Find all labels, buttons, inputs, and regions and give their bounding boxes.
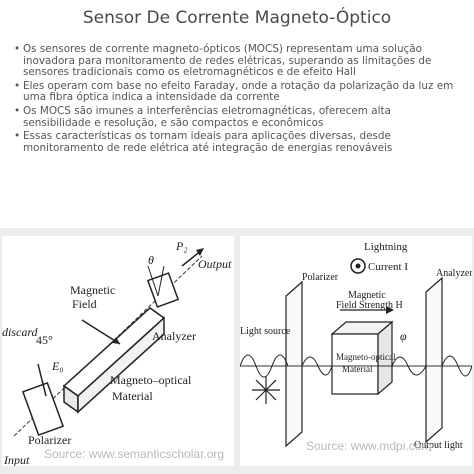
wave-mid-2 (391, 356, 427, 376)
output-light-label: Output light (414, 440, 463, 451)
bullet-item: Os MOCS são imunes a interferências elet… (14, 105, 462, 129)
p2-label: P₂ (175, 239, 188, 253)
figure-left: P₂ Output θ Magnetic Field discard 45° E… (2, 236, 234, 466)
polarizer-plane (285, 280, 303, 448)
magneto-optical-label-2: Material (342, 364, 373, 374)
polarizer-label: Polarizer (302, 272, 339, 283)
bullet-list: Os sensores de corrente magneto-ópticos … (14, 43, 462, 156)
light-source-label: Light source (240, 326, 291, 337)
field-arrow (81, 319, 121, 345)
magneto-optical-label-1: Magneto–optical (110, 373, 192, 387)
input-label: Input (3, 453, 30, 466)
mocs-diagram: Lightning Current I Polarizer Magnetic F… (240, 241, 472, 453)
e0-label: E₀ (51, 359, 64, 373)
magneto-optical-label-2: Material (112, 389, 153, 403)
lightning-label: Lightning (364, 241, 408, 253)
magneto-optical-cube (331, 333, 379, 395)
analyzer-plane (425, 276, 443, 444)
e0-arrow (37, 363, 47, 397)
figure-right: Lightning Current I Polarizer Magnetic F… (240, 236, 472, 466)
wave-in (240, 354, 289, 378)
angle-label: 45° (36, 333, 53, 347)
magnetic-label: Magnetic (70, 283, 115, 297)
magnetic-label: Magnetic (348, 290, 386, 301)
bullet-item: Essas características os tornam ideais p… (14, 130, 462, 154)
discard-label: discard (2, 325, 39, 339)
page-title: Sensor De Corrente Magneto-Óptico (82, 8, 392, 28)
field-label: Field (72, 297, 97, 311)
current-label: Current I (368, 261, 408, 273)
current-symbol (350, 258, 366, 274)
analyzer-element (146, 272, 180, 308)
wave-out (441, 355, 472, 377)
output-label: Output (198, 257, 232, 271)
faraday-diagram: P₂ Output θ Magnetic Field discard 45° E… (2, 239, 232, 466)
analyzer-label: Analyzer (436, 268, 472, 279)
bullet-item: Eles operam com base no efeito Faraday, … (14, 80, 462, 104)
bullet-item: Os sensores de corrente magneto-ópticos … (14, 43, 462, 79)
theta-label: θ (148, 253, 154, 267)
analyzer-label: Analyzer (152, 329, 196, 343)
field-strength-label: Field Strength H (336, 300, 403, 311)
source-caption-right: Source: www.mdpi.com (306, 439, 431, 453)
magneto-optical-label-1: Magneto-optical (336, 352, 396, 362)
source-caption-left: Source: www.semanticscholar.org (44, 447, 224, 461)
polarizer-element (21, 381, 65, 437)
polarizer-label: Polarizer (28, 433, 71, 447)
phi-label: φ (400, 329, 407, 343)
light-source-symbol (252, 376, 280, 404)
wave-mid (301, 356, 333, 376)
